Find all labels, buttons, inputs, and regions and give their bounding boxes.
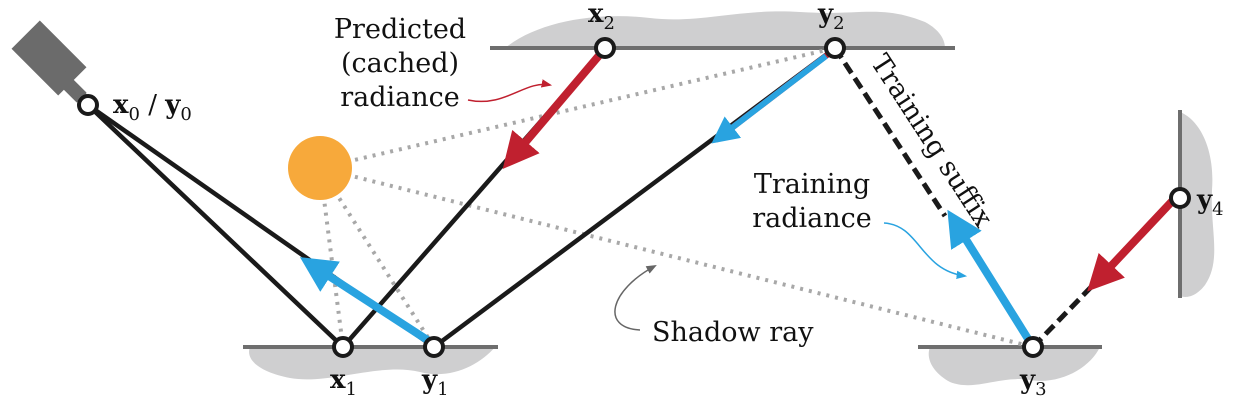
training-radiance-arrow-y1 [299, 257, 435, 347]
svg-text:(cached): (cached) [341, 48, 459, 79]
label-x0y0: x0 / y0 [113, 90, 192, 125]
vertices [77, 37, 1191, 358]
training-suffix-line [832, 46, 948, 218]
label-x1: x1 [330, 365, 357, 400]
vertex-y4 [1169, 187, 1191, 209]
y4-suffix-line [1031, 281, 1097, 349]
svg-text:Predicted: Predicted [334, 14, 466, 45]
vertex-x2 [594, 37, 616, 59]
training-radiance-annotation: Training radiance [752, 169, 872, 234]
vertex-x0y0 [77, 94, 99, 116]
cached-radiance-arrow-y4 [1087, 193, 1180, 292]
label-y2: y2 [817, 0, 845, 34]
svg-text:radiance: radiance [752, 203, 872, 234]
training-radiance-arrow-y3 [947, 209, 1034, 345]
surface-bottom-left [243, 345, 498, 380]
surface-top [490, 11, 955, 50]
label-y4: y4 [1196, 185, 1224, 220]
shadow-ray-label: Shadow ray [652, 317, 814, 348]
predicted-radiance-annotation: Predicted (cached) radiance [334, 14, 466, 113]
svg-text:Training: Training [754, 169, 870, 200]
vertex-y3 [1022, 336, 1044, 358]
light-source [288, 136, 352, 200]
predicted-connector [467, 79, 553, 103]
vertex-y1 [423, 336, 445, 358]
cached-radiance-arrow-x2 [502, 49, 606, 169]
label-y1: y1 [421, 365, 449, 400]
training-radiance-connector [883, 222, 968, 280]
surface-bottom-right [918, 345, 1102, 386]
shadow-ray-connector [614, 265, 657, 331]
training-suffix-label: Training suffix [864, 49, 999, 233]
vertex-y2 [824, 37, 846, 59]
svg-text:radiance: radiance [340, 82, 460, 113]
path-segments [85, 45, 838, 350]
training-radiance-arrow-y2 [711, 53, 828, 144]
label-y3: y3 [1019, 365, 1047, 400]
label-x2: x2 [588, 0, 615, 34]
vertex-x1 [332, 336, 354, 358]
